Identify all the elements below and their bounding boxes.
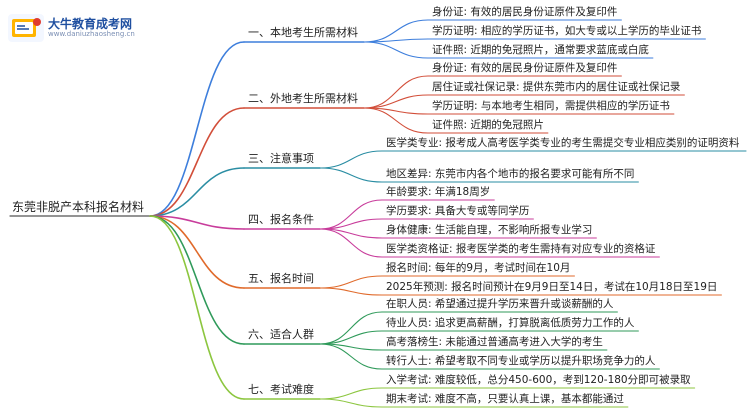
branch-5-leaf-2: 2025年预测: 报名时间预计在9月9日至14日，考试在10月18日至19日: [386, 281, 718, 293]
branch-7-link: [149, 215, 245, 400]
branch-7-leaf-2: 期末考试: 难度不高，只要认真上课，基本都能通过: [386, 393, 624, 405]
branch-7-leaf-2-link: [319, 398, 383, 408]
branch-1-leaf-2: 学历证明: 相应的学历证书，如大专或以上学历的毕业证书: [432, 25, 702, 37]
branch-6-link: [149, 215, 245, 345]
branch-5-leaf-1-link: [319, 275, 383, 289]
branch-2-link: [149, 107, 245, 217]
branch-1-link: [149, 41, 245, 217]
branch-6-leaf-4: 转行人士: 希望考取不同专业或学历以提升职场竞争力的人: [386, 355, 656, 367]
branch-1-leaf-3: 证件照: 近期的免冠照片，通常要求蓝底或白底: [432, 44, 649, 56]
branch-6-leaf-1: 在职人员: 希望通过提升学历来晋升或谈薪酬的人: [386, 298, 614, 310]
branch-4-leaf-4-link: [319, 228, 383, 258]
branch-7-leaf-1: 入学考试: 难度较低，总分450-600，考到120-180分即可被录取: [386, 374, 691, 386]
branch-5-leaf-1: 报名时间: 每年的9月，考试时间在10月: [386, 262, 571, 274]
branch-3-link: [149, 167, 245, 217]
branch-2-leaf-2: 居住证或社保记录: 提供东莞市内的居住证或社保记录: [432, 81, 681, 93]
branch-2-leaf-1-link: [363, 75, 429, 109]
branch-5-link: [149, 215, 245, 289]
logo-mark-icon: [8, 14, 44, 42]
logo-url: www.daniuzhaosheng.cn: [48, 29, 135, 38]
root-topic: 东莞非脱产本科报名材料: [12, 200, 145, 214]
branch-topic-7: 七、考试难度: [248, 383, 314, 396]
logo-name: 大牛教育成考网: [48, 16, 133, 31]
branch-7-leaf-1-link: [319, 387, 383, 400]
branch-1-leaf-1: 身份证: 有效的居民身份证原件及复印件: [432, 6, 618, 18]
branch-3-leaf-2: 地区差异: 东莞市内各个地市的报名要求可能有所不同: [386, 168, 635, 180]
branch-4-leaf-1: 年龄要求: 年满18周岁: [386, 186, 491, 198]
branch-4-leaf-2-link: [319, 218, 383, 230]
branch-topic-5: 五、报名时间: [248, 272, 314, 285]
branch-3-leaf-2-link: [319, 167, 383, 183]
branch-4-leaf-2: 学历要求: 具备大专或等同学历: [386, 205, 530, 217]
branch-4-leaf-4: 医学类资格证: 报考医学类的考生需持有对应专业的资格证: [386, 243, 656, 255]
branch-topic-2: 二、外地考生所需材料: [248, 92, 358, 105]
branch-3-leaf-1-link: [319, 150, 383, 169]
branch-1-leaf-3-link: [363, 41, 429, 59]
branch-2-leaf-1: 身份证: 有效的居民身份证原件及复印件: [432, 62, 618, 74]
branch-5-leaf-2-link: [319, 287, 383, 296]
branch-6-leaf-3: 高考落榜生: 未能通过普通高考进入大学的考生: [386, 336, 603, 348]
branch-6-leaf-2-link: [319, 330, 383, 345]
branch-topic-3: 三、注意事项: [248, 152, 314, 165]
branch-4-link: [149, 215, 245, 230]
branch-6-leaf-4-link: [319, 343, 383, 370]
branch-topic-6: 六、适合人群: [248, 328, 314, 341]
branch-2-leaf-2-link: [363, 94, 429, 109]
site-logo: 大牛教育成考网 www.daniuzhaosheng.cn: [8, 14, 135, 42]
branch-4-leaf-1-link: [319, 199, 383, 230]
branch-topic-4: 四、报名条件: [248, 213, 314, 226]
branch-6-leaf-1-link: [319, 311, 383, 345]
branch-1-leaf-2-link: [363, 38, 429, 43]
branch-6-leaf-2: 待业人员: 追求更高薪酬，打算脱离低质劳力工作的人: [386, 317, 635, 329]
branch-2-leaf-4: 证件照: 近期的免冠照片: [432, 119, 544, 131]
branch-topic-1: 一、本地考生所需材料: [248, 26, 358, 39]
branch-4-leaf-3: 身体健康: 生活能自理，不影响所报专业学习: [386, 224, 593, 236]
branch-2-leaf-4-link: [363, 107, 429, 134]
branch-3-leaf-1: 医学类专业: 报考成人高考医学类专业的考生需提交专业相应类别的证明资料: [386, 137, 740, 149]
branch-2-leaf-3: 学历证明: 与本地考生相同，需提供相应的学历证书: [432, 100, 670, 112]
